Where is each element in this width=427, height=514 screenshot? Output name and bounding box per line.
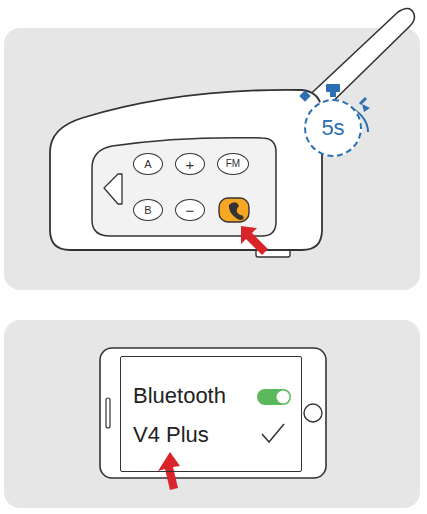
stopwatch-stem [330, 91, 336, 97]
device-button: FM [217, 153, 249, 175]
screen-text: V4 Plus [133, 424, 209, 446]
stopwatch-arrow [362, 104, 370, 112]
toggle-knob [277, 391, 290, 404]
button-label: A [144, 159, 151, 170]
phone-screen: Bluetooth V4 Plus [120, 356, 302, 472]
intercom-body [50, 90, 322, 250]
device-button: B [133, 199, 163, 221]
device-button: − [175, 199, 205, 221]
checkmark [262, 424, 284, 442]
stopwatch-face: 5s [304, 99, 362, 157]
button-label: + [186, 157, 195, 172]
timer-label: 5s [321, 117, 344, 139]
home-button [304, 404, 322, 422]
button-label: B [144, 205, 151, 216]
stopwatch-button [299, 90, 310, 101]
phone-side-button [106, 398, 110, 428]
device-button: A [133, 153, 163, 175]
press-arrow [241, 226, 268, 255]
device-button: + [175, 153, 205, 175]
phone-button [219, 198, 249, 222]
stopwatch-crown [326, 84, 340, 92]
button-label: − [186, 203, 195, 218]
button-panel [92, 138, 276, 236]
stopwatch-tick [360, 98, 366, 104]
bottom-panel [4, 320, 420, 508]
bluetooth-toggle [257, 389, 291, 405]
phone-body [100, 348, 326, 478]
button-label: FM [226, 159, 240, 169]
side-chevron [104, 174, 122, 204]
select-arrow [158, 452, 180, 490]
phone-icon [229, 202, 244, 220]
screen-text: Bluetooth [133, 385, 226, 407]
